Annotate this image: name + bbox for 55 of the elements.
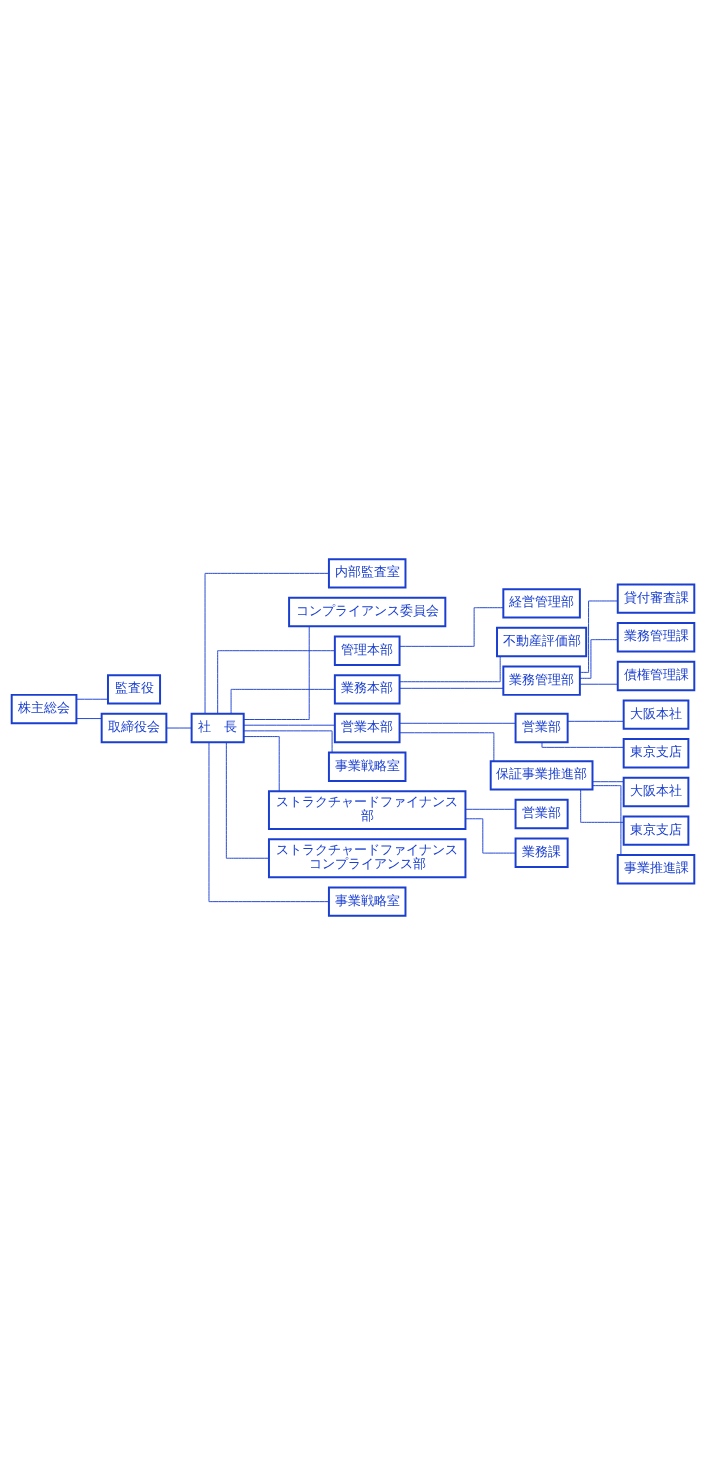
connector — [580, 789, 625, 823]
node-box: コンプライアンス委員会 — [288, 596, 447, 628]
node-box: 株主総会 — [10, 693, 78, 725]
node-box: 社 長 — [190, 712, 245, 744]
node-box: 不動産評価部 — [496, 626, 588, 658]
node-box: 貸付審査課 — [616, 583, 696, 614]
connector — [166, 727, 192, 729]
connector — [208, 741, 330, 903]
node-box: 大阪本社 — [622, 699, 690, 730]
node-box: 事業戦略室 — [327, 751, 407, 782]
node-box: 東京支店 — [622, 738, 690, 769]
connector — [204, 572, 330, 715]
connector — [399, 732, 495, 762]
connector — [465, 808, 516, 810]
connector — [465, 818, 516, 854]
connector — [399, 687, 504, 689]
connector — [217, 650, 336, 714]
node-box: 業務管理部 — [502, 665, 581, 696]
node-box: ストラクチャードファイナンス部 — [267, 790, 467, 831]
connector — [399, 607, 504, 647]
connector — [243, 625, 310, 720]
node-box: 業務本部 — [333, 674, 401, 705]
connector — [579, 639, 618, 679]
connector — [579, 600, 619, 673]
node-box: 業務課 — [514, 837, 569, 868]
node-box: 営業部 — [514, 712, 569, 744]
connector — [592, 785, 622, 856]
connector — [243, 730, 333, 753]
connector — [541, 741, 625, 748]
node-box: 経営管理部 — [502, 588, 581, 619]
connector — [243, 724, 336, 726]
node-box: 大阪本社 — [622, 776, 690, 808]
node-box: ストラクチャードファイナンスコンプライアンス部 — [267, 838, 467, 879]
connector — [76, 718, 103, 720]
node-box: 保証事業推進部 — [489, 760, 594, 791]
node-box: 監査役 — [107, 674, 162, 705]
node-box: 取締役会 — [100, 712, 168, 744]
connector — [243, 736, 280, 792]
connector — [579, 683, 618, 685]
connector — [399, 722, 516, 724]
node-box: 営業本部 — [333, 712, 401, 744]
node-box: 内部監査室 — [327, 558, 407, 589]
connector — [399, 655, 501, 683]
node-box: 東京支店 — [622, 815, 690, 846]
connector — [230, 688, 336, 715]
connector — [592, 781, 625, 783]
node-box: 事業推進課 — [616, 854, 696, 885]
node-box: 営業部 — [514, 798, 569, 830]
connector — [76, 698, 109, 700]
node-box: 業務管理課 — [616, 622, 696, 653]
node-box: 事業戦略室 — [327, 886, 407, 917]
connector — [225, 742, 270, 859]
connector — [567, 720, 625, 722]
node-box: 管理本部 — [333, 635, 401, 666]
node-box: 債権管理課 — [616, 660, 696, 692]
